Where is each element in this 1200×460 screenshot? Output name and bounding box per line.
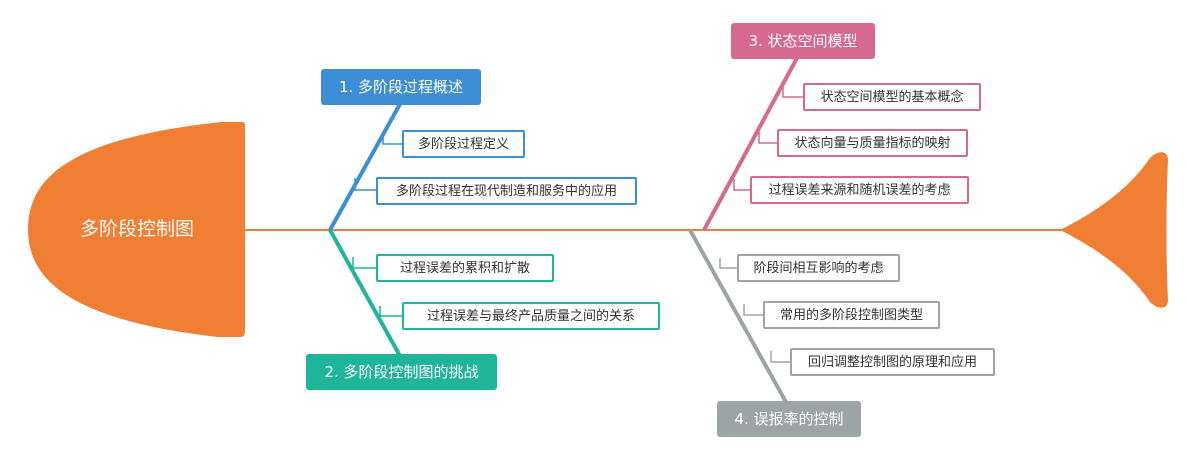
branch-4-item-2[interactable]: 常用的多阶段控制图类型 (763, 301, 940, 329)
branch-3-rib-1 (782, 86, 805, 98)
branch-2-rib-2 (379, 306, 404, 317)
branch-4-ribs (719, 258, 792, 363)
branch-4-rib-2 (743, 304, 765, 316)
branch-4-rib-1 (719, 258, 739, 269)
branch-3-rib-3 (733, 179, 752, 191)
branch-2-bones (328, 229, 402, 357)
branch-3-item-3[interactable]: 过程误差来源和随机误差的考虑 (750, 176, 969, 204)
branch-1-rib-1 (382, 134, 404, 145)
branch-2-item-2[interactable]: 过程误差与最终产品质量之间的关系 (402, 302, 660, 330)
branch-1-bones (328, 103, 402, 231)
branch-3-label[interactable]: 3. 状态空间模型 (731, 23, 875, 59)
branch-3-item-2[interactable]: 状态向量与质量指标的映射 (777, 129, 968, 157)
branch-2-bone (328, 229, 402, 357)
branch-4-item-1[interactable]: 阶段间相互影响的考虑 (737, 254, 900, 282)
branch-4-bone (688, 229, 788, 403)
fish-head (28, 122, 245, 337)
branch-3-ribs (733, 86, 805, 191)
branch-2-item-1[interactable]: 过程误差的累积和扩散 (376, 254, 554, 282)
branch-2-rib-1 (352, 257, 378, 269)
branch-1-ribs (354, 134, 404, 191)
branch-1-label[interactable]: 1. 多阶段过程概述 (321, 69, 481, 105)
branch-4-label[interactable]: 4. 误报率的控制 (717, 401, 861, 437)
branch-4-rib-3 (770, 351, 792, 363)
branch-1-item-1[interactable]: 多阶段过程定义 (402, 130, 525, 158)
branch-4-item-3[interactable]: 回归调整控制图的原理和应用 (790, 348, 995, 376)
branch-2-label[interactable]: 2. 多阶段控制图的挑战 (306, 354, 497, 390)
branch-1-bone (328, 103, 402, 231)
branch-3-rib-2 (758, 132, 779, 144)
branch-1-rib-2 (354, 178, 378, 191)
diagram-title: 多阶段控制图 (79, 218, 194, 240)
branch-2-ribs (352, 257, 404, 317)
branch-4-bones (688, 229, 788, 403)
branch-1-item-2[interactable]: 多阶段过程在现代制造和服务中的应用 (376, 177, 637, 205)
branch-3-item-1[interactable]: 状态空间模型的基本概念 (803, 83, 981, 111)
branch-3-bones (702, 57, 799, 231)
branch-3-bone (702, 57, 799, 231)
fish-tail (1060, 152, 1168, 308)
